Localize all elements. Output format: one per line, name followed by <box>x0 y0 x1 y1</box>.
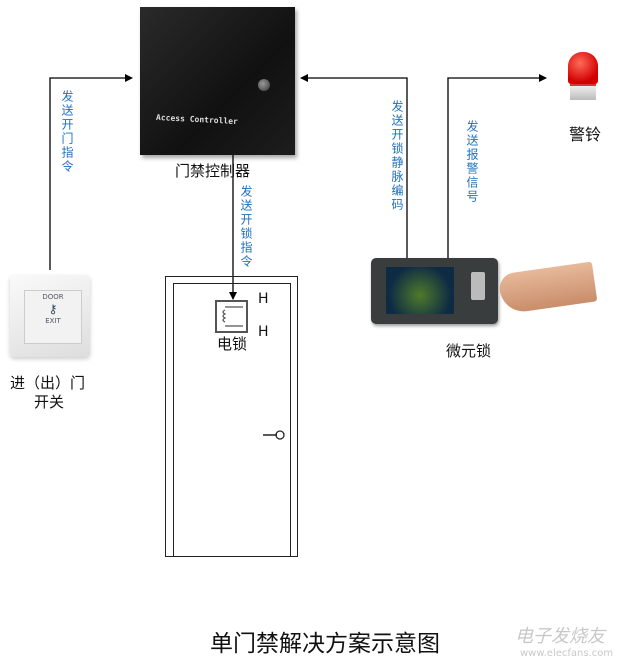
device-screen <box>386 267 454 314</box>
controller-brand: Access Controller <box>155 112 239 127</box>
device-label: 微元锁 <box>446 342 492 360</box>
door-frame <box>165 276 298 557</box>
watermark-logo: 电子发烧友 <box>515 626 605 647</box>
label-send-unlock: 发送开锁指令 <box>239 185 253 269</box>
switch-face-top: DOOR <box>42 293 64 301</box>
alarm-bell-image <box>568 52 598 102</box>
arrow-switch-to-controller <box>49 74 133 270</box>
switch-label-line2: 开关 <box>34 393 65 411</box>
finger-sensor <box>471 272 485 300</box>
alarm-label: 警铃 <box>569 125 602 144</box>
lock-h-top: H <box>258 291 269 307</box>
lock-label: 电锁 <box>217 335 248 353</box>
coil-icon <box>222 306 243 327</box>
controller-label: 门禁控制器 <box>175 162 251 180</box>
door <box>173 283 291 557</box>
lock-h-bottom: H <box>258 324 269 340</box>
arrow-device-to-controller <box>300 74 408 258</box>
watermark-url: www.elecfans.com <box>520 648 614 659</box>
arrow-device-to-alarm <box>447 74 547 258</box>
label-send-open-door: 发送开门指令 <box>60 90 74 174</box>
diagram-title: 单门禁解决方案示意图 <box>210 631 440 657</box>
access-controller-image: Access Controller <box>140 7 295 155</box>
switch-face-bottom: EXIT <box>45 317 61 325</box>
controller-lock-knob <box>258 79 270 91</box>
label-send-vein-code: 发送开锁静脉编码 <box>390 100 404 212</box>
label-send-alarm: 发送报警信号 <box>465 120 479 204</box>
door-handle-icon <box>263 430 285 440</box>
switch-label-line1: 进（出）门 <box>10 374 86 392</box>
key-icon: ⚷ <box>48 302 58 316</box>
door-exit-switch-image: DOOR ⚷ EXIT <box>10 275 90 357</box>
electric-lock-icon <box>215 300 248 333</box>
vein-lock-device-image <box>371 258 498 324</box>
switch-face: DOOR ⚷ EXIT <box>24 290 82 344</box>
